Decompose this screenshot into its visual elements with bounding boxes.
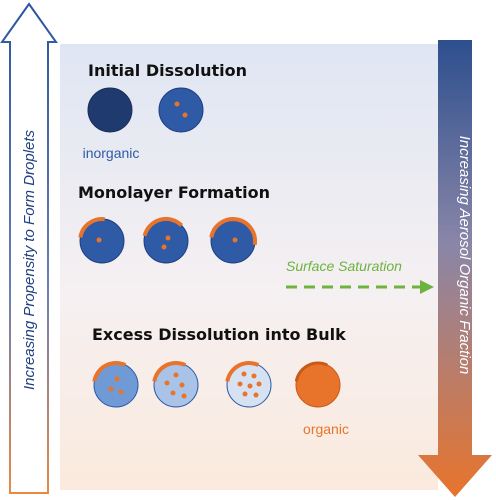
surface-saturation-arrow <box>286 280 434 294</box>
initial-dissolution-title: Initial Dissolution <box>88 61 247 80</box>
excess-dissolution-section: Excess Dissolution into Bulk <box>92 325 349 437</box>
left-arrow-label: Increasing Propensity to Form Droplets <box>21 129 38 390</box>
surface-saturation-label: Surface Saturation <box>286 258 402 274</box>
droplet-monolayer-1 <box>78 217 125 264</box>
inorganic-droplet <box>87 87 133 133</box>
excess-dissolution-title: Excess Dissolution into Bulk <box>92 325 346 344</box>
monolayer-formation-title: Monolayer Formation <box>78 183 270 202</box>
organic-droplet <box>294 361 341 408</box>
left-arrow: Increasing Propensity to Form Droplets <box>0 2 58 494</box>
droplet-monolayer-3 <box>209 217 258 264</box>
monolayer-formation-section: Monolayer Formation Surface Saturation <box>78 183 434 294</box>
droplet-bulk-3 <box>225 361 272 408</box>
organic-label: organic <box>303 421 349 437</box>
droplet-initial-organic <box>158 87 204 133</box>
right-arrow: Increasing Aerosol Organic Fraction <box>418 40 492 497</box>
droplet-monolayer-2 <box>142 216 189 264</box>
inorganic-label: inorganic <box>83 145 140 161</box>
droplet-bulk-2 <box>152 361 199 408</box>
initial-dissolution-section: Initial Dissolution inorganic <box>83 61 247 161</box>
droplet-bulk-1 <box>92 361 139 408</box>
right-arrow-label: Increasing Aerosol Organic Fraction <box>456 136 473 375</box>
